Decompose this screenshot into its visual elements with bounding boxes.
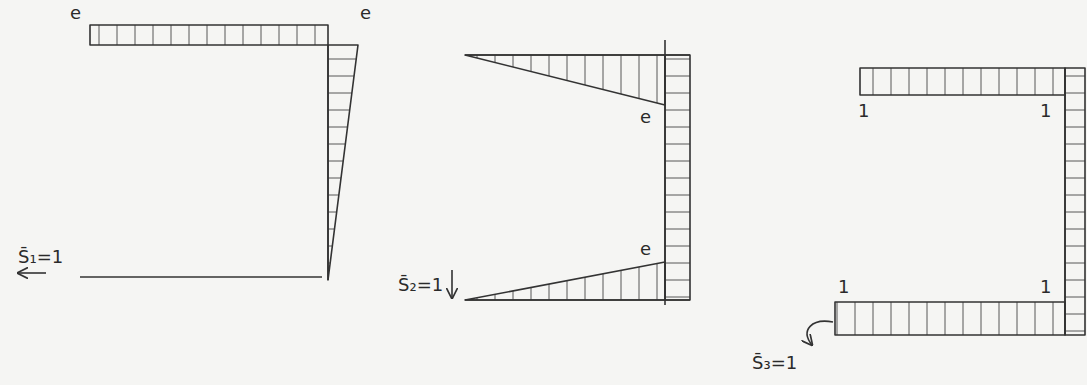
moment-value: e — [70, 2, 81, 24]
moment-value: 1 — [838, 276, 849, 298]
moment-value: e — [640, 106, 651, 128]
unit-load: S̄₃=1 — [752, 352, 797, 374]
moment-value: 1 — [1040, 276, 1051, 298]
unit-load: S̄₂=1 — [398, 274, 443, 296]
moment-value: e — [640, 238, 651, 260]
moment-value: 1 — [858, 100, 869, 122]
moment-value: e — [360, 2, 371, 24]
moment-diagram-3 — [807, 68, 1085, 345]
unit-load: S̄₁=1 — [18, 246, 63, 268]
moment-value: 1 — [1040, 100, 1051, 122]
moment-diagram-2 — [452, 40, 690, 305]
moment-diagram-1 — [18, 25, 358, 280]
